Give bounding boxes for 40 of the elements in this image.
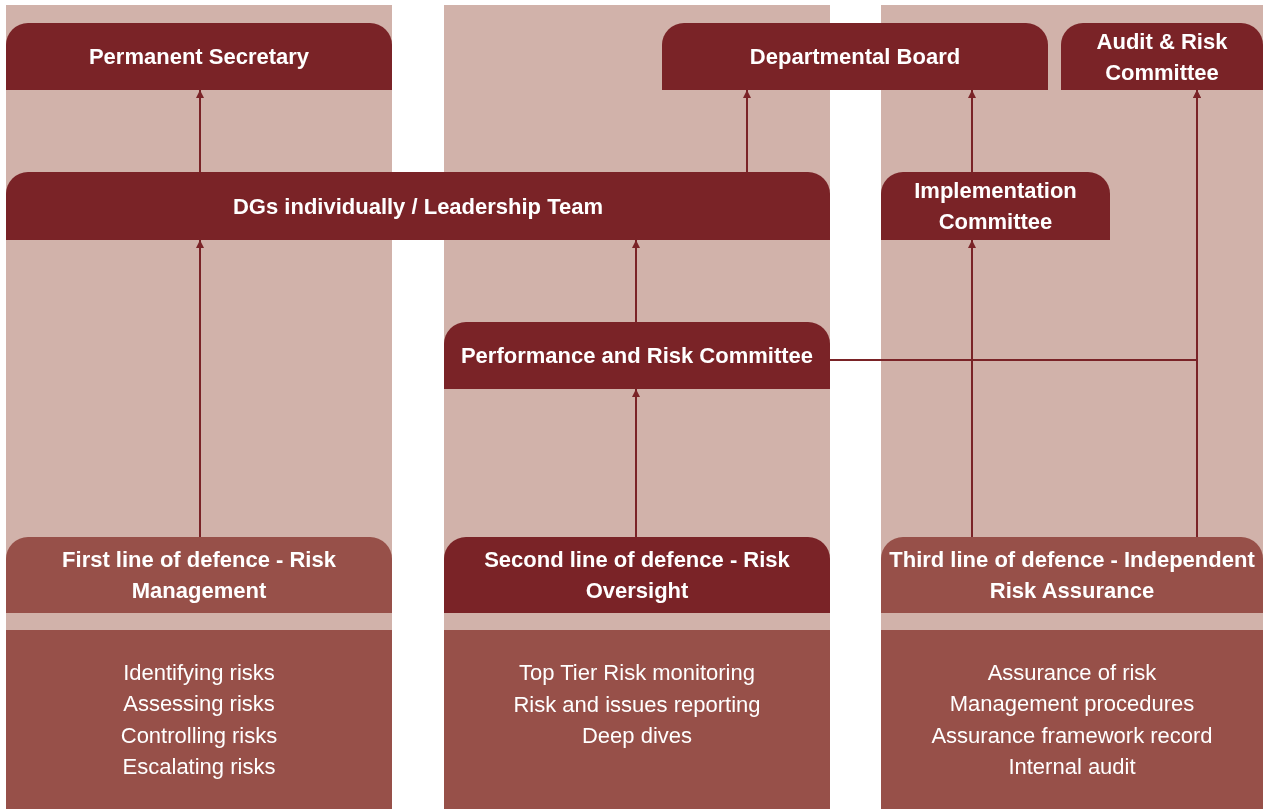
arrow xyxy=(632,239,640,323)
title-box xyxy=(6,23,392,90)
arrow xyxy=(743,89,751,173)
arrow xyxy=(829,89,1201,361)
title-box xyxy=(444,322,830,389)
list-panel xyxy=(881,630,1263,809)
box-label: Performance and Risk Committee xyxy=(460,342,814,370)
list-item: Assurance of risk xyxy=(987,658,1157,687)
title-box xyxy=(662,23,1048,90)
title-box xyxy=(444,537,830,613)
box-label: DGs individually / Leadership Team xyxy=(233,192,603,221)
title-box xyxy=(6,172,830,240)
title-box xyxy=(6,537,392,613)
box-label: Permanent Secretary xyxy=(88,43,310,71)
list-item: Escalating risks xyxy=(122,753,276,781)
arrow xyxy=(632,388,640,538)
box-label: Departmental Board xyxy=(749,43,961,71)
arrow xyxy=(968,239,976,538)
list-panel xyxy=(6,630,392,809)
title-box xyxy=(881,172,1110,240)
box-label: Second line of defence - Risk Oversight xyxy=(483,546,791,605)
list-item: Deep dives xyxy=(581,722,693,751)
list-item: Risk and issues reporting xyxy=(513,690,761,719)
list-item: Assurance framework record xyxy=(931,721,1213,750)
title-box xyxy=(1061,23,1263,90)
list-panel xyxy=(444,630,830,809)
list-item: Identifying risks xyxy=(123,658,275,687)
box-label: Audit & Risk Committee xyxy=(1095,27,1229,87)
box-label: First line of defence - Risk Management xyxy=(61,546,337,605)
box-label: Third line of defence - Independent Risk Assurance xyxy=(889,546,1255,605)
list-item: Internal audit xyxy=(1008,753,1136,781)
list-item: Controlling risks xyxy=(120,721,278,750)
list-item: Top Tier Risk monitoring xyxy=(519,659,755,688)
arrow xyxy=(196,89,204,173)
box-label: Implementation Committee xyxy=(913,177,1078,236)
title-box xyxy=(881,537,1263,613)
list-item: Assessing risks xyxy=(123,690,275,718)
arrow xyxy=(968,89,976,173)
list-item: Management procedures xyxy=(949,690,1195,718)
arrow xyxy=(196,239,204,538)
